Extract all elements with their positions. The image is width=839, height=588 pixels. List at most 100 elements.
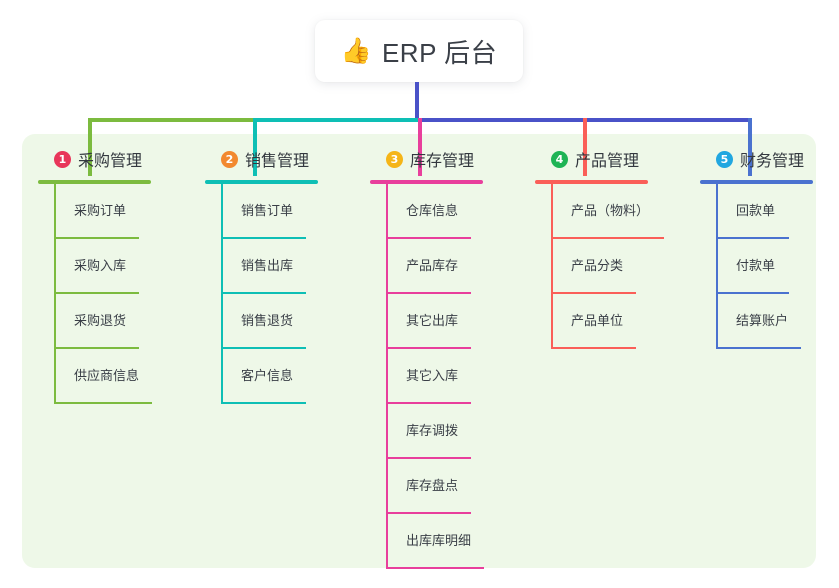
leaf-label: 其它入库 [406,368,459,383]
column-badge-1: 1 [54,150,71,168]
leaf-item[interactable]: 销售出库 [221,239,318,294]
leaf-rule [386,292,471,294]
leaf-label: 销售订单 [241,203,294,218]
leaf-label: 产品库存 [406,258,459,273]
column-items-5: 回款单付款单结算账户 [716,184,813,349]
leaf-label: 供应商信息 [74,368,140,383]
column-spine-2 [221,184,223,404]
leaf-rule [716,292,789,294]
bus-segment-1 [88,118,257,122]
column-1: 1 采购管理采购订单采购入库采购退货供应商信息 [38,146,152,404]
leaf-rule [716,237,789,239]
column-badge-4: 4 [551,150,568,168]
leaf-item[interactable]: 其它入库 [386,349,483,404]
leaf-rule [54,237,139,239]
column-spine-4 [551,184,553,349]
leaf-item[interactable]: 库存调拨 [386,404,483,459]
leaf-rule [54,402,152,404]
column-items-2: 销售订单销售出库销售退货客户信息 [221,184,318,404]
column-label-3: 库存管理 [410,153,475,170]
column-spine-3 [386,184,388,569]
leaf-label: 产品分类 [571,258,624,273]
column-label-4: 产品管理 [575,153,640,170]
leaf-label: 采购退货 [74,313,127,328]
column-rule-2 [205,180,318,184]
column-rule-3 [370,180,483,184]
leaf-rule [54,292,139,294]
leaf-rule [386,347,471,349]
column-label-1: 采购管理 [78,153,143,170]
leaf-label: 产品单位 [571,313,624,328]
leaf-item[interactable]: 回款单 [716,184,813,239]
leaf-rule [386,457,471,459]
leaf-item[interactable]: 采购入库 [54,239,151,294]
drop-connector-3 [418,118,422,176]
drop-connector-1 [88,118,92,176]
leaf-item[interactable]: 产品单位 [551,294,648,349]
column-header-2[interactable]: 2 销售管理 [205,146,318,172]
leaf-rule [551,347,636,349]
leaf-item[interactable]: 产品分类 [551,239,648,294]
leaf-item[interactable]: 其它出库 [386,294,483,349]
leaf-item[interactable]: 销售退货 [221,294,318,349]
leaf-label: 销售退货 [241,313,294,328]
leaf-label: 结算账户 [736,313,789,328]
drop-connector-4 [583,118,587,176]
leaf-item[interactable]: 出库库明细 [386,514,484,569]
leaf-label: 采购入库 [74,258,127,273]
root-stem-connector [415,82,419,122]
column-2: 2 销售管理销售订单销售出库销售退货客户信息 [205,146,318,404]
bus-segment-2 [253,118,422,122]
leaf-item[interactable]: 客户信息 [221,349,318,404]
leaf-label: 销售出库 [241,258,294,273]
leaf-rule [386,402,471,404]
leaf-item[interactable]: 库存盘点 [386,459,483,514]
leaf-rule [221,237,306,239]
column-badge-3: 3 [386,150,403,168]
thumbs-up-icon: 👍 [340,36,372,65]
leaf-item[interactable]: 采购订单 [54,184,151,239]
content-panel [22,134,816,568]
leaf-item[interactable]: 产品（物料） [551,184,664,239]
drop-connector-2 [253,118,257,176]
leaf-label: 仓库信息 [406,203,459,218]
column-4: 4 产品管理产品（物料） 产品分类产品单位 [535,146,664,349]
column-header-1[interactable]: 1 采购管理 [38,146,151,172]
leaf-rule [54,347,139,349]
column-label-5: 财务管理 [740,153,805,170]
leaf-label: 产品（物料） [571,203,650,218]
column-header-4[interactable]: 4 产品管理 [535,146,648,172]
column-label-2: 销售管理 [245,153,310,170]
leaf-item[interactable]: 仓库信息 [386,184,483,239]
leaf-label: 采购订单 [74,203,127,218]
column-rule-4 [535,180,648,184]
leaf-item[interactable]: 供应商信息 [54,349,152,404]
leaf-item[interactable]: 销售订单 [221,184,318,239]
column-rule-5 [700,180,813,184]
leaf-rule [386,512,471,514]
leaf-rule [221,292,306,294]
leaf-label: 库存调拨 [406,423,459,438]
column-badge-2: 2 [221,150,238,168]
leaf-rule [221,402,306,404]
leaf-rule [221,347,306,349]
leaf-item[interactable]: 结算账户 [716,294,813,349]
column-items-4: 产品（物料） 产品分类产品单位 [551,184,664,349]
leaf-rule [551,237,664,239]
leaf-label: 付款单 [736,258,776,273]
root-title: ERP 后台 [381,37,498,68]
leaf-item[interactable]: 产品库存 [386,239,483,294]
leaf-label: 出库库明细 [406,533,472,548]
leaf-label: 库存盘点 [406,478,459,493]
column-header-3[interactable]: 3 库存管理 [370,146,483,172]
column-spine-1 [54,184,56,404]
leaf-rule [551,292,636,294]
leaf-item[interactable]: 付款单 [716,239,813,294]
column-rule-1 [38,180,151,184]
root-node[interactable]: 👍 ERP 后台 [315,20,523,82]
leaf-rule [386,567,484,569]
column-items-3: 仓库信息产品库存其它出库其它入库库存调拨库存盘点出库库明细 [386,184,484,569]
leaf-item[interactable]: 采购退货 [54,294,151,349]
